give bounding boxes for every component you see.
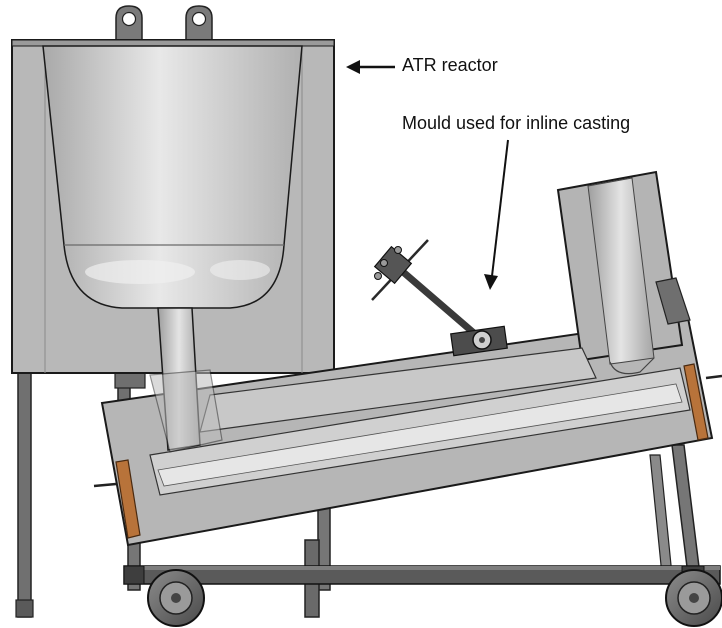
cart-base: [123, 565, 722, 627]
insulation-right: [683, 363, 709, 441]
lifting-lug-left-hole: [121, 11, 137, 27]
mould-label: Mould used for inline casting: [402, 113, 631, 133]
reactor-label: ATR reactor: [402, 55, 498, 75]
lifting-lug-right-hole: [191, 11, 207, 27]
stirrer-rod: [391, 261, 486, 344]
crucible-highlight: [85, 260, 195, 284]
cart-corner-left: [123, 565, 145, 585]
mould-arrow-shaft: [491, 139, 509, 277]
stirrer-bolt: [380, 259, 388, 267]
reactor-leg-left: [17, 371, 32, 618]
crucible-highlight: [210, 260, 270, 280]
wheel-right: [665, 569, 722, 627]
stirrer-clamp: [373, 245, 413, 285]
mould-body: [93, 170, 722, 547]
insulation-left: [115, 459, 141, 539]
side-port-right: [705, 374, 722, 380]
annotation-arrows: [346, 60, 509, 290]
mould-channel-inner: [157, 383, 683, 487]
stirrer-pivot-center: [479, 337, 485, 343]
reactor-leg-foot: [15, 599, 34, 618]
leg-bracket-left: [114, 371, 146, 389]
side-port-left: [93, 482, 117, 488]
pour-tube-bend: [149, 369, 223, 453]
mould-riser-elbow: [609, 357, 655, 375]
stirrer-mechanism: [371, 239, 508, 357]
riser-flange: [655, 277, 691, 325]
cart-strut-right-inner: [649, 454, 673, 576]
reactor-top-rim: [11, 39, 335, 47]
wheel-left: [147, 569, 205, 627]
stirrer-bolt: [374, 272, 382, 280]
atr-reactor: [11, 5, 335, 374]
cart-strut-right: [671, 444, 701, 576]
crucible-bowl: [42, 45, 303, 309]
mould-arrow-head: [484, 274, 498, 290]
stirrer-bolt: [394, 246, 402, 254]
cart-base-rail-top: [124, 566, 720, 570]
reactor-arrow-head: [346, 60, 360, 74]
